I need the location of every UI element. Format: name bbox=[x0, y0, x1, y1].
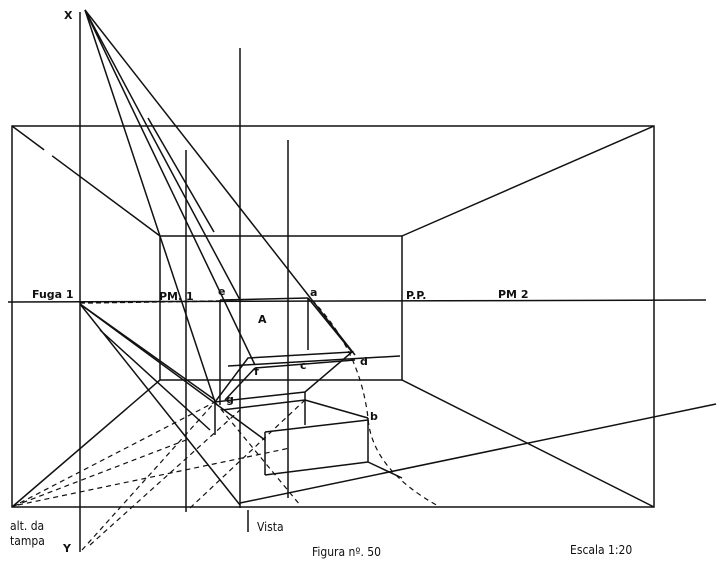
point-c-label: c bbox=[300, 359, 307, 372]
box-lid bbox=[213, 297, 401, 411]
point-b-label: b bbox=[370, 410, 378, 423]
horizon-line bbox=[7, 299, 707, 303]
alt-tampa-label-2: tampa bbox=[10, 534, 45, 548]
dashed-construction bbox=[11, 299, 441, 551]
point-a-label: a bbox=[310, 286, 318, 299]
vista-label: Vista bbox=[257, 520, 284, 534]
figure-caption: Figura nº. 50 bbox=[312, 545, 382, 559]
area-a-label: A bbox=[258, 313, 267, 326]
pp-label: P.P. bbox=[406, 289, 427, 302]
point-d-label: d bbox=[360, 355, 368, 368]
point-f-label: f bbox=[254, 365, 259, 378]
back-wall bbox=[159, 235, 403, 381]
outer-frame bbox=[11, 125, 655, 508]
horizon-dashed bbox=[79, 300, 221, 304]
room-corner-lines bbox=[11, 125, 655, 508]
point-g-label: g bbox=[226, 393, 234, 406]
vertical-lines bbox=[185, 48, 309, 532]
point-y-label: Y bbox=[63, 542, 71, 555]
lines-from-fuga1 bbox=[79, 303, 266, 506]
pm1-label: PM. 1 bbox=[159, 290, 194, 303]
scale-label: Escala 1:20 bbox=[570, 543, 633, 557]
lines-from-x bbox=[84, 9, 356, 403]
point-x-label: X bbox=[64, 9, 73, 22]
alt-tampa-label-1: alt. da bbox=[10, 519, 45, 533]
point-e-label: e bbox=[218, 285, 226, 298]
fuga1-label: Fuga 1 bbox=[32, 288, 74, 301]
pm2-label: PM 2 bbox=[498, 288, 529, 301]
box-body bbox=[214, 392, 717, 504]
